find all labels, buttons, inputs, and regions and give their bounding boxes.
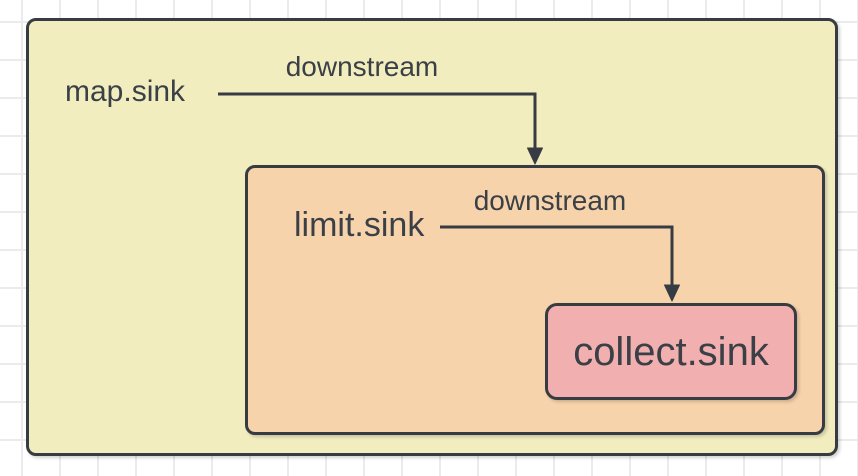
limit-sink-label: limit.sink bbox=[294, 206, 425, 244]
edge-label-downstream-2: downstream bbox=[473, 185, 627, 216]
node-collect-sink: collect.sink bbox=[545, 303, 797, 400]
group-limit-sink: limit.sink downstream collect.sink bbox=[245, 165, 825, 435]
edge-label-downstream-1: downstream bbox=[285, 51, 439, 82]
map-sink-label: map.sink bbox=[65, 75, 186, 108]
group-map-sink: map.sink downstream limit.sink downstrea… bbox=[26, 18, 838, 456]
collect-sink-label: collect.sink bbox=[573, 329, 769, 374]
